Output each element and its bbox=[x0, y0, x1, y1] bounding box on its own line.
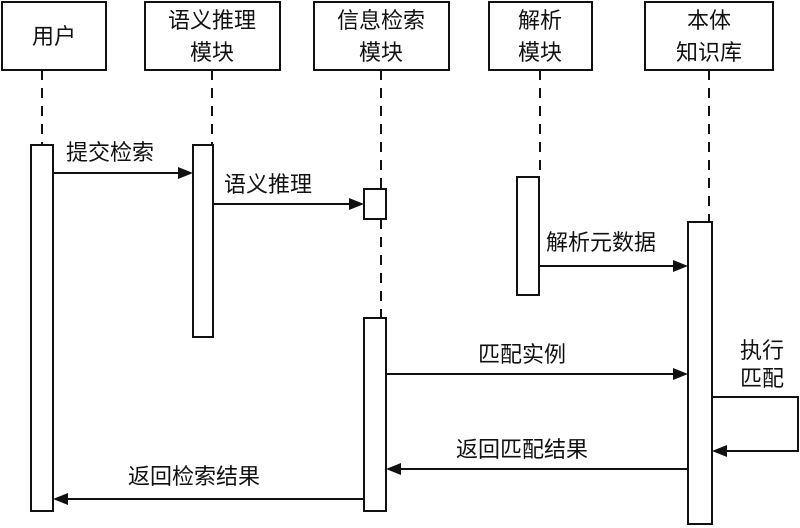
message-parse-meta-label: 解析元数据 bbox=[546, 231, 656, 256]
arrowhead-right bbox=[349, 198, 364, 210]
message-submit-label: 提交检索 bbox=[66, 141, 154, 166]
participant-ontology: 本体 知识库 bbox=[644, 1, 774, 71]
message-execute-match: 执行 匹配 bbox=[712, 339, 799, 457]
activation-semantic-module bbox=[192, 144, 214, 338]
message-parse-metadata: 解析元数据 bbox=[539, 231, 688, 272]
participant-parse-module: 解析 模块 bbox=[488, 1, 593, 71]
arrowhead-right bbox=[673, 260, 688, 272]
participant-ontology-line1: 本体 bbox=[687, 9, 731, 34]
participant-ontology-line2: 知识库 bbox=[676, 41, 742, 66]
message-match-instance-label: 匹配实例 bbox=[478, 343, 566, 368]
message-match-instance: 匹配实例 bbox=[386, 343, 688, 380]
participant-search-module: 信息检索 模块 bbox=[313, 1, 450, 71]
participant-search-line2: 模块 bbox=[359, 41, 403, 66]
message-submit-search: 提交检索 bbox=[53, 141, 193, 179]
participant-semantic-line1: 语义推理 bbox=[168, 9, 256, 34]
arrowhead-right bbox=[178, 167, 193, 179]
message-semantic-reasoning: 语义推理 bbox=[213, 173, 364, 210]
participant-user-label: 用户 bbox=[32, 25, 76, 50]
message-exec-match-line2: 匹配 bbox=[740, 367, 784, 392]
activation-search-module bbox=[363, 317, 387, 512]
message-return-search-label: 返回检索结果 bbox=[128, 465, 260, 490]
participant-parse-line1: 解析 bbox=[518, 9, 562, 34]
arrowhead-left bbox=[712, 445, 727, 457]
activation-search-module-short bbox=[363, 188, 387, 220]
message-exec-match-line1: 执行 bbox=[740, 339, 784, 364]
message-return-match-result: 返回匹配结果 bbox=[386, 438, 688, 475]
participant-semantic-module: 语义推理 模块 bbox=[144, 1, 281, 71]
participant-parse-line2: 模块 bbox=[518, 41, 562, 66]
participant-search-line1: 信息检索 bbox=[337, 9, 425, 34]
arrowhead-left bbox=[53, 493, 68, 505]
arrowhead-right bbox=[673, 368, 688, 380]
participant-semantic-line2: 模块 bbox=[190, 41, 234, 66]
participant-user: 用户 bbox=[1, 1, 107, 71]
activation-parse-module bbox=[516, 176, 540, 296]
activation-user bbox=[30, 144, 54, 512]
message-return-match-label: 返回匹配结果 bbox=[456, 438, 588, 463]
message-return-search-result: 返回检索结果 bbox=[53, 465, 364, 505]
message-reason-label: 语义推理 bbox=[224, 173, 312, 198]
activation-ontology bbox=[687, 221, 713, 525]
arrowhead-left bbox=[386, 463, 401, 475]
